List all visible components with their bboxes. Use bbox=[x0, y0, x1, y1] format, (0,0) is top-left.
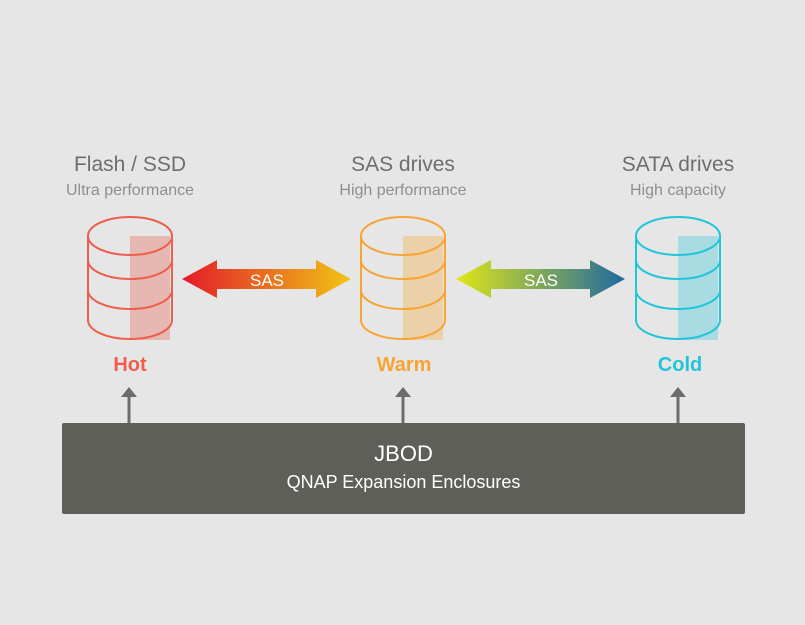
tier-subtitle: Ultra performance bbox=[65, 182, 195, 199]
sas-link-label: SAS bbox=[524, 271, 558, 290]
tier-flash-ssd: Flash / SSD Ultra performance bbox=[30, 150, 230, 202]
sas-link-label: SAS bbox=[250, 271, 284, 290]
tier-subtitle: High performance bbox=[339, 182, 467, 199]
temperature-label-hot: Hot bbox=[113, 354, 147, 376]
up-arrow-icon bbox=[395, 387, 411, 423]
tier-sata-drives: SATA drives High capacity bbox=[578, 150, 778, 202]
tier-title: SATA drives bbox=[621, 153, 735, 176]
database-warm-icon bbox=[360, 216, 446, 340]
sas-link-arrow-1: SAS bbox=[182, 260, 351, 298]
jbod-title: JBOD bbox=[374, 441, 433, 466]
temperature-label-cold: Cold bbox=[657, 354, 703, 376]
tier-sas-drives: SAS drives High performance bbox=[303, 150, 503, 202]
up-arrow-icon bbox=[670, 387, 686, 423]
database-hot-icon bbox=[87, 216, 173, 340]
up-arrow-icon bbox=[121, 387, 137, 423]
database-cold-icon bbox=[635, 216, 721, 340]
sas-link-arrow-2: SAS bbox=[456, 260, 625, 298]
tier-title: SAS drives bbox=[351, 153, 455, 176]
tier-subtitle: High capacity bbox=[629, 182, 727, 199]
jbod-enclosure-bar: JBOD QNAP Expansion Enclosures bbox=[62, 423, 745, 514]
temperature-label-warm: Warm bbox=[376, 354, 432, 376]
tier-title: Flash / SSD bbox=[73, 153, 187, 176]
jbod-subtitle: QNAP Expansion Enclosures bbox=[286, 472, 521, 492]
